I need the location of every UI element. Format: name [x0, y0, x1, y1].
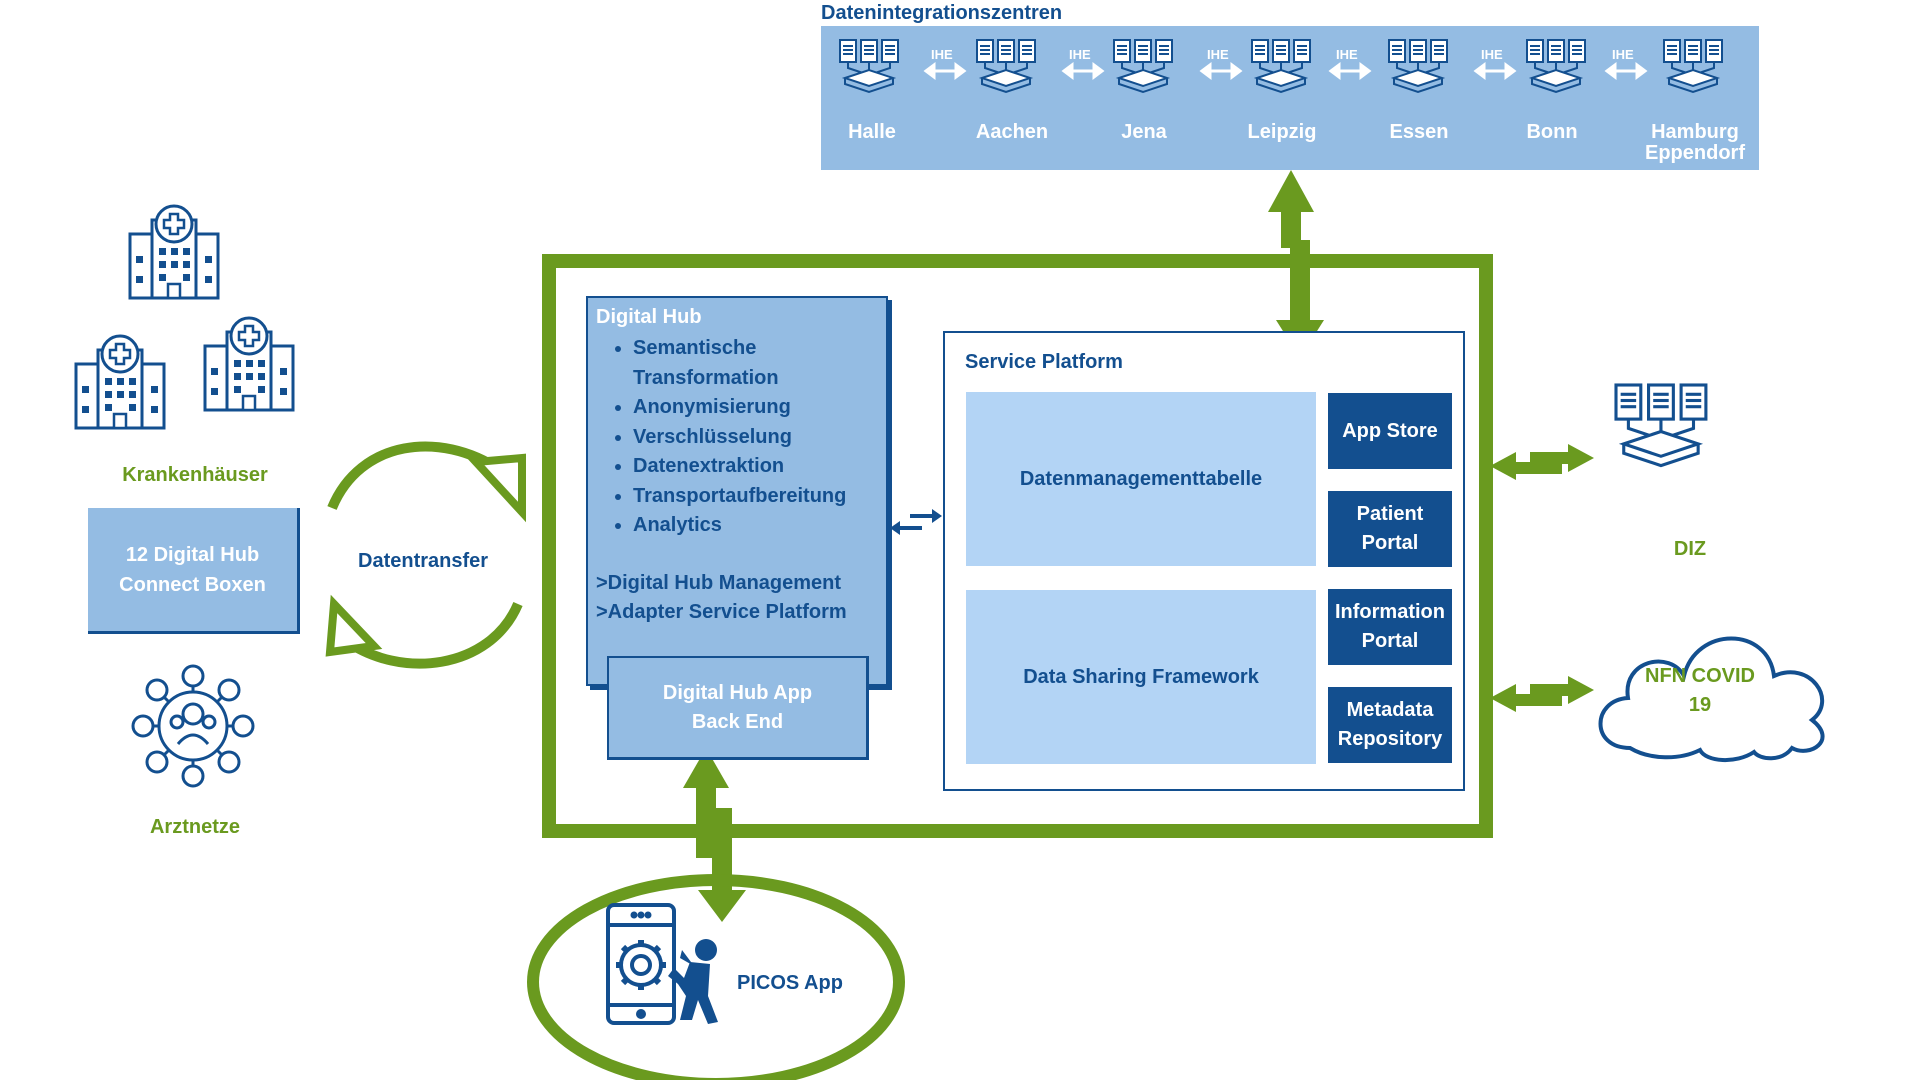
feature-item: Datenextraktion — [633, 452, 933, 482]
hub-platform-arrow — [890, 509, 942, 535]
feature-item: Transportaufbereitung — [633, 482, 933, 512]
service-platform-title: Service Platform — [965, 351, 1123, 373]
cloud-right-arrow — [1490, 676, 1594, 712]
network-hub-icon — [131, 664, 255, 788]
cloud-icon — [1598, 636, 1825, 763]
transfer-cycle-arrows — [327, 441, 523, 669]
patient-portal-box: Patient Portal — [1328, 491, 1452, 567]
diz-right-arrow — [1490, 444, 1594, 480]
ihe-arrows — [923, 62, 1648, 80]
cloud-label: NFN COVID 19 — [1645, 665, 1755, 716]
physician-networks-label: Arztnetze — [149, 816, 240, 838]
data-management-table: Datenmanagementtabelle — [966, 392, 1316, 566]
diz-center-aachen: Aachen — [975, 121, 1049, 143]
smartphone-gear-icon — [606, 903, 676, 1025]
diz-header-title: Datenintegrationszentren — [821, 2, 1063, 24]
app-backend-box: Digital Hub App Back End — [607, 656, 869, 760]
ihe-label: IHE — [1612, 47, 1634, 62]
digital-hub-panel: Digital Hub Semantische Transformation A… — [586, 296, 888, 686]
service-platform-panel: Service Platform Datenmanagementtabelle … — [943, 331, 1465, 791]
information-portal-box: Information Portal — [1328, 589, 1452, 665]
diz-data-center-icon — [1614, 383, 1708, 468]
feature-item: Anonymisierung — [633, 393, 933, 423]
hub-management-label: >Digital Hub Management — [596, 572, 842, 594]
picos-app-label: PICOS App — [737, 972, 843, 994]
hospital-building-icon — [74, 204, 295, 430]
diz-center-bonn: Bonn — [1526, 121, 1578, 143]
metadata-repository-box: Metadata Repository — [1328, 687, 1452, 763]
digital-hub-feature-list: Semantische Transformation Anonymisierun… — [588, 334, 933, 541]
ihe-label: IHE — [1207, 47, 1229, 62]
platform-frame — [542, 254, 1493, 838]
diz-center-halle: Halle — [848, 121, 896, 143]
transfer-label: Datentransfer — [358, 550, 489, 572]
diz-center-hamburg-eppendorf: Hamburg Eppendorf — [1645, 121, 1745, 164]
app-store-box: App Store — [1328, 393, 1452, 469]
person-icon — [668, 939, 718, 1024]
diz-label: DIZ — [1673, 538, 1707, 560]
ihe-label: IHE — [1481, 47, 1503, 62]
connect-box: 12 Digital Hub Connect Boxen — [88, 508, 300, 634]
feature-item: Semantische Transformation — [633, 334, 793, 393]
adapter-service-label: >Adapter Service Platform — [596, 601, 847, 623]
diz-center-leipzig: Leipzig — [1247, 121, 1317, 143]
ihe-label: IHE — [931, 47, 953, 62]
ihe-label: IHE — [1069, 47, 1091, 62]
diz-center-essen: Essen — [1389, 121, 1449, 143]
data-sharing-framework: Data Sharing Framework — [966, 590, 1316, 764]
digital-hub-title: Digital Hub — [596, 306, 702, 328]
app-ellipse — [527, 874, 905, 1080]
feature-item: Analytics — [633, 511, 933, 541]
ihe-label: IHE — [1336, 47, 1358, 62]
hospitals-label: Krankenhäuser — [122, 464, 268, 486]
diz-center-jena: Jena — [1121, 121, 1167, 143]
feature-item: Verschlüsselung — [633, 423, 933, 453]
